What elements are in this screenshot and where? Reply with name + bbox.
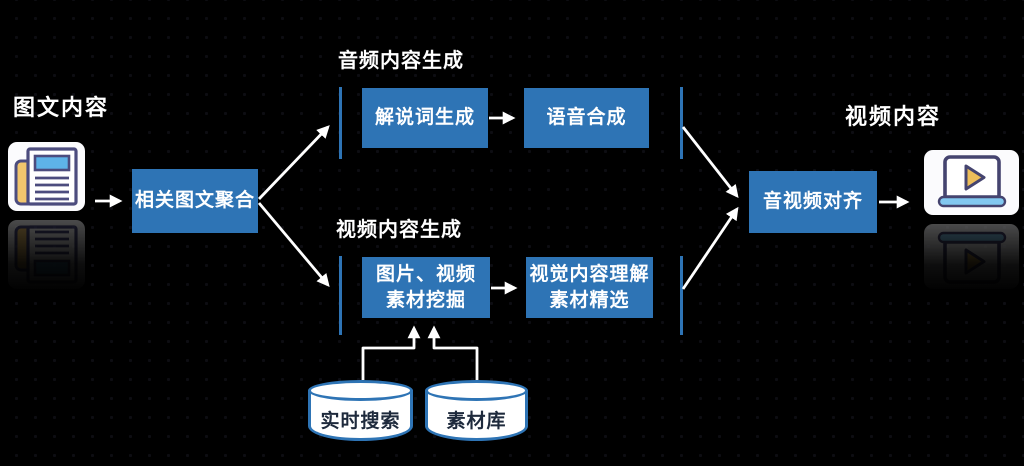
reflection-fade-overlay bbox=[921, 218, 1023, 294]
node-material-mining: 图片、视频 素材挖掘 bbox=[362, 257, 490, 318]
audio-group-title: 音频内容生成 bbox=[338, 50, 464, 72]
newspaper-document-icon bbox=[7, 141, 86, 217]
output-title: 视频内容 bbox=[845, 104, 942, 129]
node-visual-label-line2: 素材精选 bbox=[549, 289, 630, 311]
arrow-library-to-mining bbox=[427, 325, 479, 380]
arrow-aggregate-to-video-branch bbox=[257, 202, 330, 287]
datastore-realtime-search: 实时搜索 bbox=[308, 380, 413, 441]
group-bracket-lines bbox=[339, 87, 683, 335]
node-av-alignment: 音视频对齐 bbox=[749, 171, 877, 233]
node-visual-understanding: 视觉内容理解 素材精选 bbox=[526, 257, 653, 318]
input-title: 图文内容 bbox=[13, 95, 110, 120]
database-cylinder-top bbox=[308, 380, 413, 401]
arrow-realtime-to-mining bbox=[361, 325, 421, 380]
datastore-library-label: 素材库 bbox=[446, 411, 507, 432]
node-speech-label: 语音合成 bbox=[546, 107, 627, 129]
arrow-video-branch-to-align bbox=[681, 206, 739, 290]
datastore-realtime-label: 实时搜索 bbox=[320, 411, 401, 432]
reflection-fade-overlay bbox=[5, 214, 89, 294]
node-aggregate-label: 相关图文聚合 bbox=[134, 190, 255, 212]
node-aggregate: 相关图文聚合 bbox=[132, 169, 258, 233]
node-mining-label-line2: 素材挖掘 bbox=[385, 289, 466, 311]
node-visual-label-line1: 视觉内容理解 bbox=[529, 263, 650, 285]
node-align-label: 音视频对齐 bbox=[762, 191, 863, 213]
datastore-material-library: 素材库 bbox=[425, 380, 528, 441]
node-narration-label: 解说词生成 bbox=[374, 107, 475, 129]
node-narration: 解说词生成 bbox=[362, 88, 488, 148]
laptop-play-video-icon bbox=[923, 149, 1020, 221]
database-cylinder-top bbox=[425, 380, 528, 401]
arrow-audio-branch-to-align bbox=[681, 126, 739, 199]
node-speech-synthesis: 语音合成 bbox=[524, 88, 649, 148]
flow-arrows bbox=[95, 111, 910, 380]
arrow-aggregate-to-audio-branch bbox=[257, 125, 330, 200]
node-mining-label-line1: 图片、视频 bbox=[375, 263, 476, 285]
video-group-title: 视频内容生成 bbox=[336, 219, 462, 241]
